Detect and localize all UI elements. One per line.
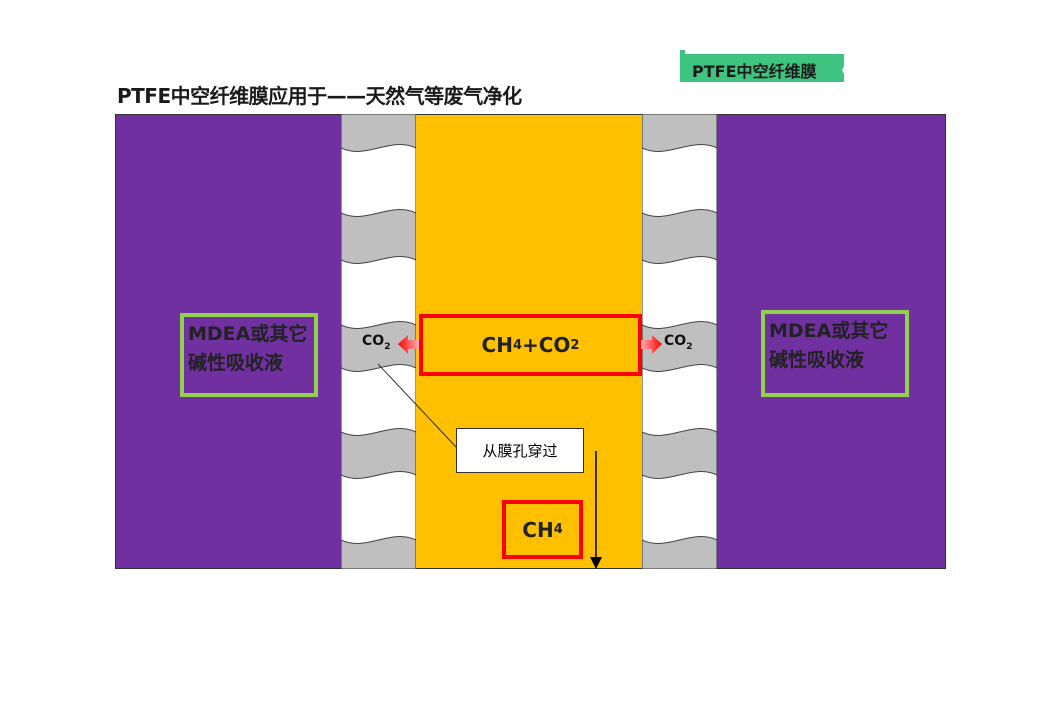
right-membrane-wall — [642, 114, 717, 569]
co2-right-label: CO2 — [664, 333, 693, 352]
gas-channel — [415, 114, 643, 569]
right-absorbent-label: MDEA或其它碱性吸收液 — [761, 310, 909, 397]
co2-left-label: CO2 — [362, 333, 391, 352]
product-ch4-sub: 4 — [553, 522, 563, 537]
feed-ch4-sub: 4 — [512, 337, 522, 353]
left-absorbent-label: MDEA或其它碱性吸收液 — [180, 313, 318, 397]
diagram-title: PTFE中空纤维膜应用于——天然气等废气净化 — [117, 84, 522, 108]
left-membrane-wall — [341, 114, 416, 569]
callout-note: 从膜孔穿过 — [456, 428, 584, 473]
flag-icon — [680, 50, 844, 82]
feed-ch4: CH — [481, 333, 513, 357]
product-ch4: CH — [522, 517, 554, 542]
left-absorbent-region — [115, 114, 342, 569]
flag-label: PTFE中空纤维膜 — [692, 62, 817, 81]
feed-co2-sub: 2 — [570, 337, 580, 353]
feed-co2: +CO — [521, 333, 571, 357]
